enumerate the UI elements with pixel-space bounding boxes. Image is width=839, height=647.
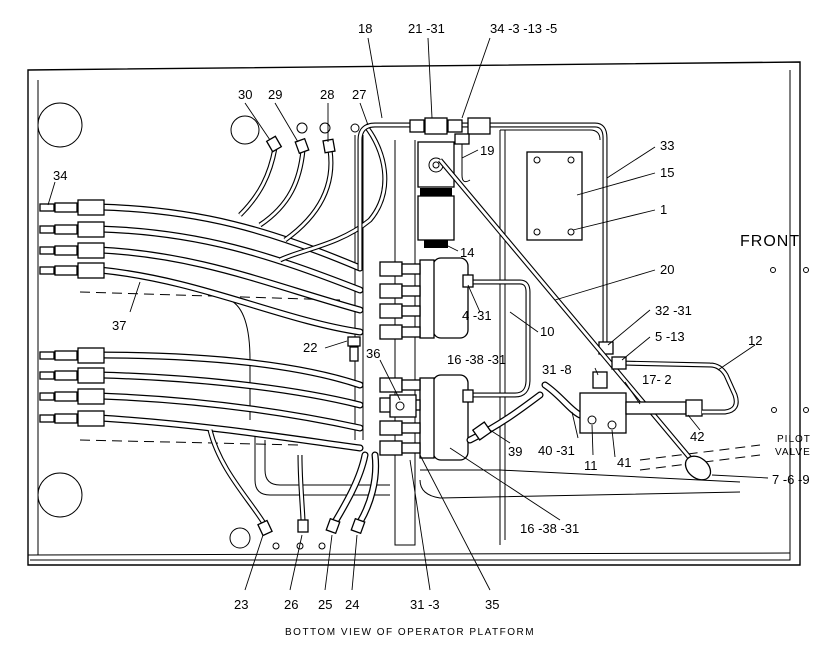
callout-33: 33 <box>660 138 674 153</box>
callout-12: 12 <box>748 333 762 348</box>
callout-5-13: 5 -13 <box>655 329 685 344</box>
pilot-valve-label-line1: PILOT <box>777 434 811 445</box>
mounting-plate <box>526 151 583 241</box>
callout-21-31: 21 -31 <box>408 21 445 36</box>
callout-37: 37 <box>112 318 126 333</box>
callout-20: 20 <box>660 262 674 277</box>
callout-39: 39 <box>508 444 522 459</box>
callouts: 18 21 -31 34 -3 -13 -5 30 29 28 27 19 33… <box>53 21 810 612</box>
left-fittings <box>39 199 105 427</box>
callout-26: 26 <box>284 597 298 612</box>
lower-hoses <box>207 429 380 537</box>
tube-10 <box>470 279 531 398</box>
callout-16-38-31-b: 16 -38 -31 <box>520 521 579 536</box>
callout-10: 10 <box>540 324 554 339</box>
callout-15: 15 <box>660 165 674 180</box>
callout-42: 42 <box>690 429 704 444</box>
callout-35: 35 <box>485 597 499 612</box>
upper-manifold <box>379 257 474 340</box>
mounting-holes <box>37 102 809 550</box>
callout-32-31: 32 -31 <box>655 303 692 318</box>
diagram-caption: BOTTOM VIEW OF OPERATOR PLATFORM <box>285 627 535 638</box>
callout-29: 29 <box>268 87 282 102</box>
callout-11: 11 <box>584 458 598 473</box>
frame-lines <box>79 124 761 546</box>
callout-41: 41 <box>617 455 631 470</box>
platform-outline <box>27 61 801 566</box>
callout-14: 14 <box>460 245 474 260</box>
callout-24: 24 <box>345 597 359 612</box>
lower-manifold <box>379 374 474 461</box>
leader-lines <box>47 37 769 591</box>
callout-19: 19 <box>480 143 494 158</box>
hose-39 <box>466 381 584 444</box>
callout-30: 30 <box>238 87 252 102</box>
control-valve <box>579 371 703 434</box>
callout-40-31: 40 -31 <box>538 443 575 458</box>
pilot-valve-label-line2: VALVE <box>775 447 811 458</box>
fitting-22 <box>347 336 361 362</box>
callout-7-6-9: 7 -6 -9 <box>772 472 810 487</box>
callout-1: 1 <box>660 202 667 217</box>
top-tube-run <box>357 117 614 355</box>
callout-16-38-31-a: 16 -38 -31 <box>447 352 506 367</box>
callout-28: 28 <box>320 87 334 102</box>
callout-23: 23 <box>234 597 248 612</box>
callout-25: 25 <box>318 597 332 612</box>
upper-pilot-lines <box>238 123 388 263</box>
diagonal-tube <box>438 158 712 481</box>
callout-34-3-13-5: 34 -3 -13 -5 <box>490 21 557 36</box>
solenoid-assembly <box>417 141 455 248</box>
callout-4-31: 4 -31 <box>462 308 492 323</box>
callout-34: 34 <box>53 168 67 183</box>
callout-17-2: 17- 2 <box>642 372 672 387</box>
callout-36: 36 <box>366 346 380 361</box>
callout-31-8: 31 -8 <box>542 362 572 377</box>
callout-18: 18 <box>358 21 372 36</box>
callout-31-3: 31 -3 <box>410 597 440 612</box>
callout-27: 27 <box>352 87 366 102</box>
front-label: FRONT <box>740 233 800 250</box>
callout-22: 22 <box>303 340 317 355</box>
left-hose-bundle <box>96 203 364 452</box>
